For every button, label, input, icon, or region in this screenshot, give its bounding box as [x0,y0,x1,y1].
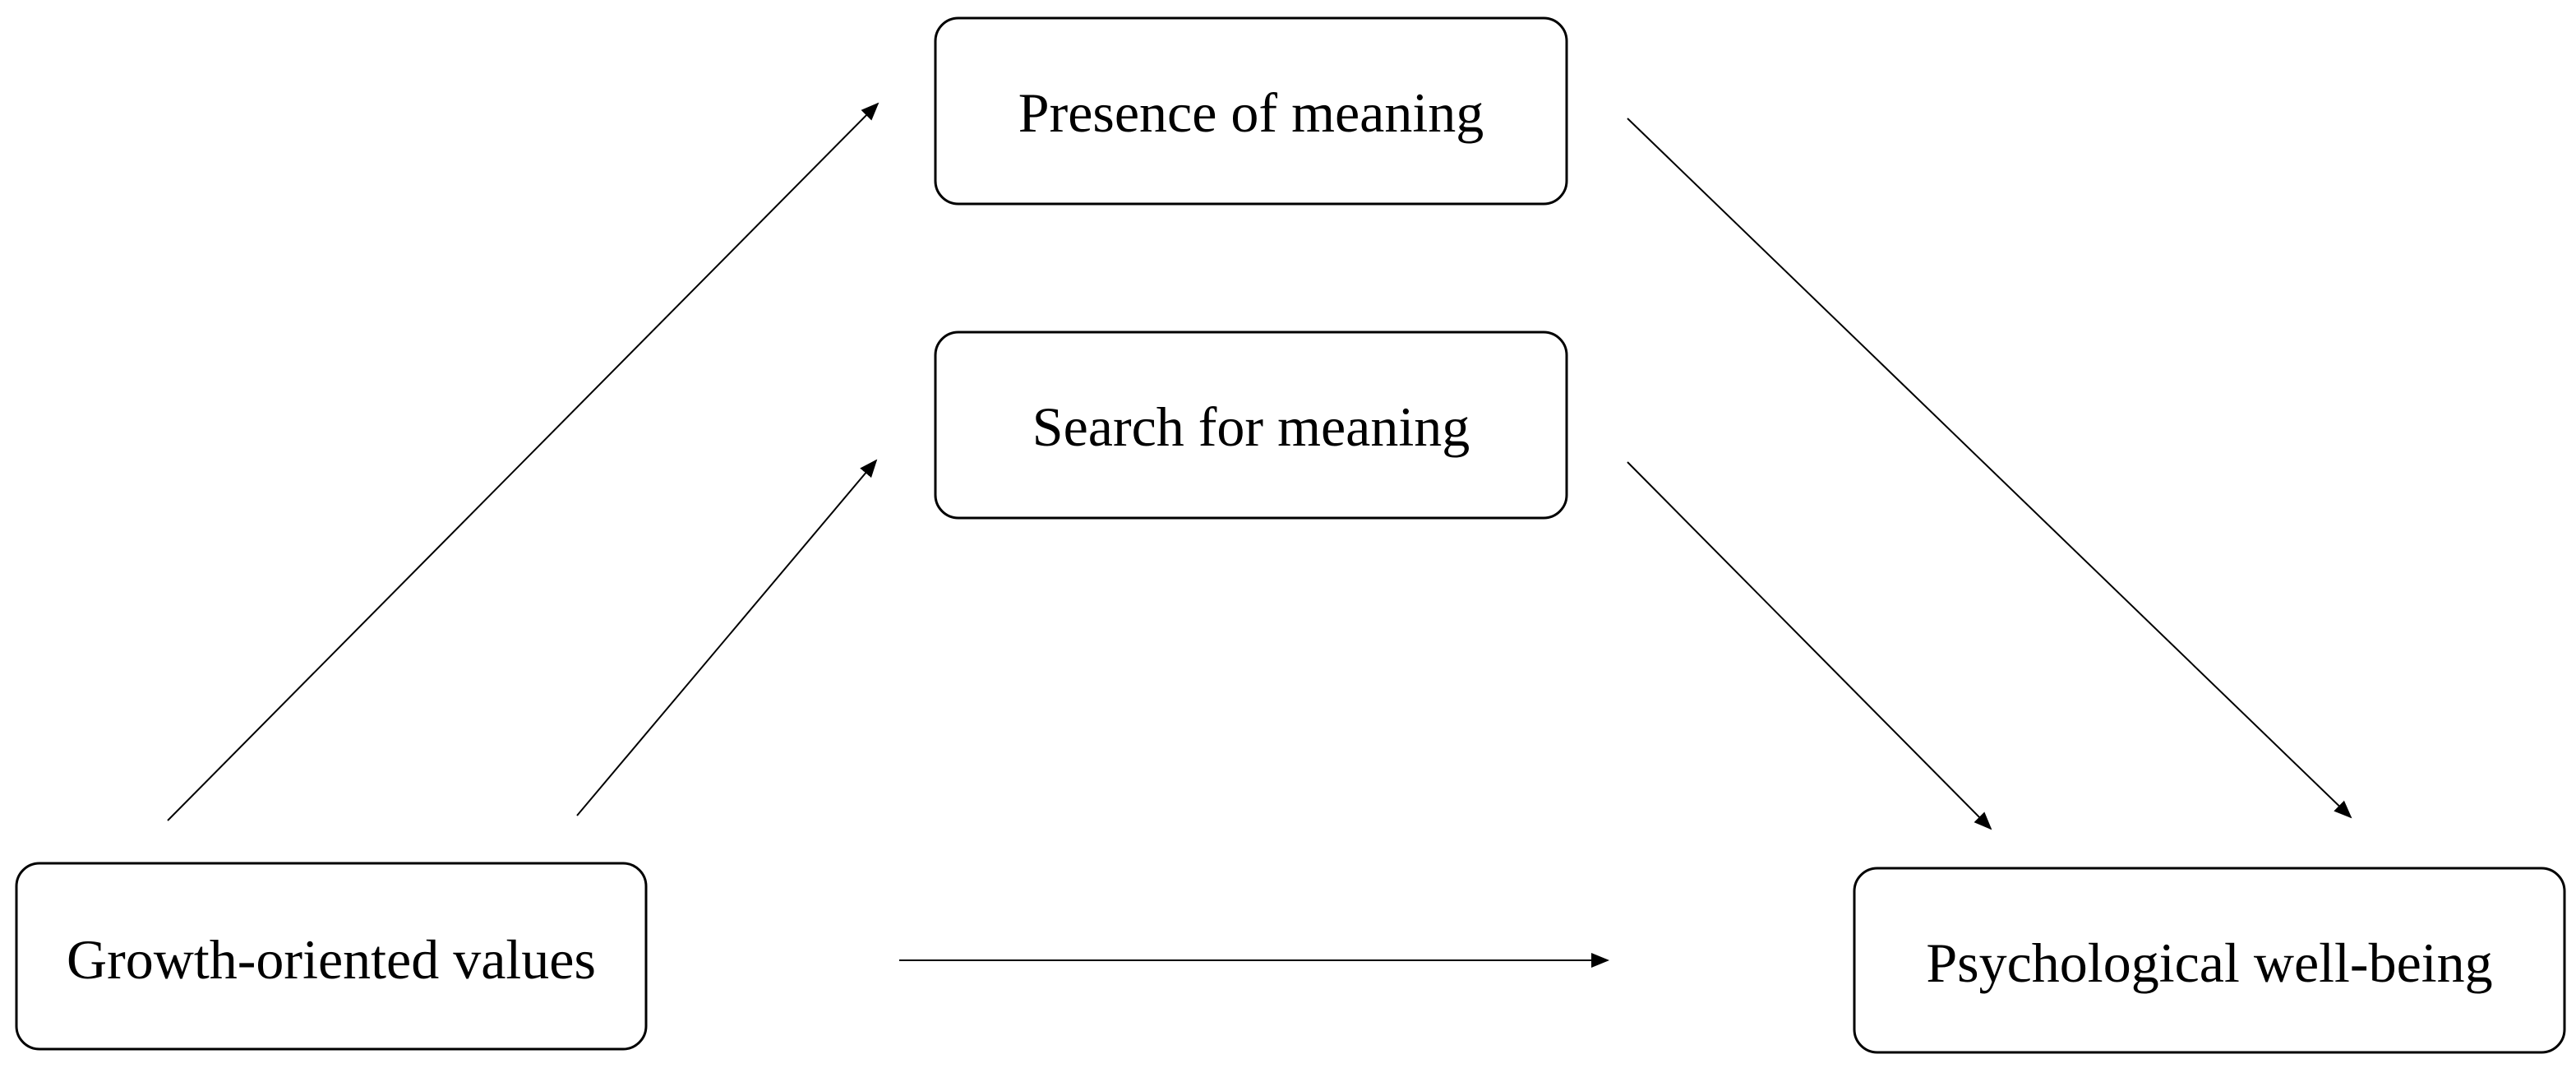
node-box [1853,867,2566,1054]
node-growth-oriented-values: Growth-oriented values [15,862,648,1051]
edge-growth-to-search-arrow [576,459,878,816]
node-label: Psychological well-being [1926,932,2492,994]
node-box [934,16,1568,206]
node-presence-of-meaning: Presence of meaning [934,16,1568,206]
node-box [934,331,1568,520]
edge-growth-to-presence-arrow [167,102,879,821]
edge-search-to-wellbeing-arrow [1627,461,1992,830]
node-box [15,862,648,1051]
node-label: Growth-oriented values [67,928,596,991]
node-psychological-well-being: Psychological well-being [1853,867,2566,1054]
edge-presence-to-wellbeing-arrow [1627,118,2352,819]
node-search-for-meaning: Search for meaning [934,331,1568,520]
node-label: Presence of meaning [1018,81,1484,144]
node-label: Search for meaning [1032,395,1470,458]
